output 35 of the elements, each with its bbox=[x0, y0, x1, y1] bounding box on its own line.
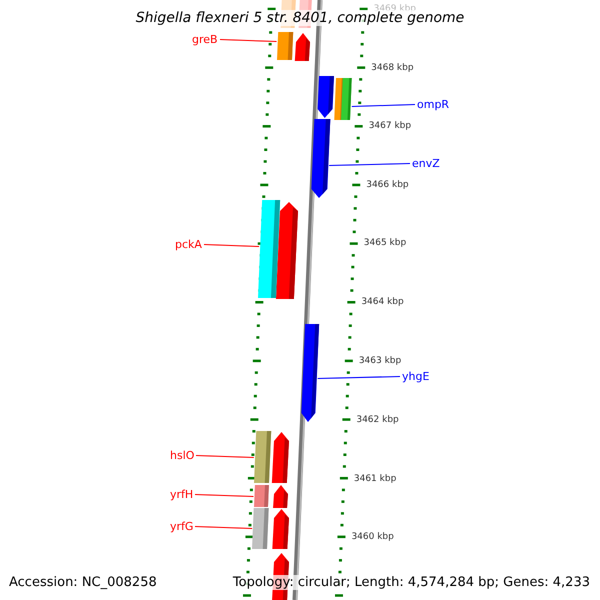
accession-text: Accession: NC_008258 bbox=[9, 575, 157, 590]
gene-label: ompR bbox=[417, 98, 450, 111]
genome-info-text: Topology: circular; Length: 4,574,284 bp; Genes: 4,233 bbox=[232, 575, 590, 590]
gene-box bbox=[254, 485, 269, 507]
scale-label: 3462 kbp bbox=[356, 415, 399, 426]
leader-line bbox=[328, 163, 410, 166]
gene-label: yrfG bbox=[170, 520, 194, 533]
leader-line bbox=[204, 244, 260, 247]
map-title: Shigella flexneri 5 str. 8401, complete genome bbox=[136, 10, 464, 26]
gene-label: yhgE bbox=[402, 370, 430, 383]
leader-line bbox=[220, 39, 278, 42]
scale-label: 3460 kbp bbox=[351, 532, 394, 543]
leader-line bbox=[194, 526, 253, 529]
leader-line bbox=[351, 104, 416, 107]
gene-box bbox=[254, 431, 271, 483]
scale-label: 3461 kbp bbox=[354, 474, 396, 485]
scale-label: 3465 kbp bbox=[364, 238, 406, 249]
scale-label: 3463 kbp bbox=[358, 356, 402, 367]
gene-box bbox=[341, 78, 352, 120]
leader-line bbox=[317, 376, 400, 379]
scale-label: 3468 kbp bbox=[371, 63, 414, 74]
gene-label: pckA bbox=[175, 238, 202, 251]
gene-label: hslO bbox=[170, 449, 194, 462]
gene-label: yrfH bbox=[170, 488, 194, 501]
leader-line bbox=[194, 494, 254, 497]
leader-line bbox=[196, 455, 254, 458]
scale-label: 3464 kbp bbox=[361, 297, 404, 308]
scale-label: 3467 kbp bbox=[368, 121, 412, 132]
gene-feature bbox=[300, 324, 319, 422]
gene-label: greB bbox=[192, 33, 218, 46]
gene-box bbox=[258, 200, 280, 298]
gene-box bbox=[252, 508, 269, 549]
scale-label: 3466 kbp bbox=[366, 180, 409, 191]
gene-label: envZ bbox=[412, 157, 440, 170]
gene-box bbox=[276, 32, 293, 60]
